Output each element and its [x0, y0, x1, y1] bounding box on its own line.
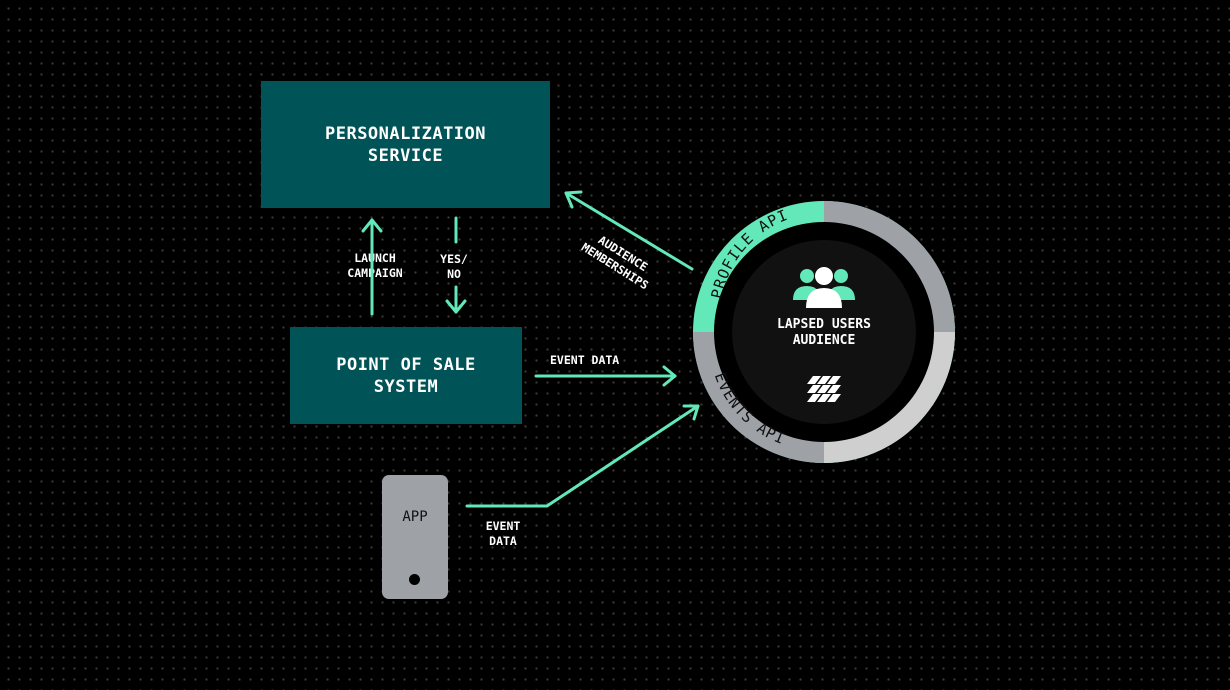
personalization-service-label: PERSONALIZATION SERVICE [324, 123, 487, 166]
launch-campaign-label: LAUNCH CAMPAIGN [347, 251, 403, 280]
audience-label: LAPSED USERS AUDIENCE [777, 317, 871, 348]
arrow-pos-event-data [534, 365, 677, 387]
app-label: APP [402, 509, 428, 525]
arrow-yes-no [445, 216, 467, 314]
audience-core [732, 240, 916, 424]
point-of-sale-node: POINT OF SALE SYSTEM [290, 327, 522, 424]
arrow-audience-memberships [564, 190, 694, 271]
app-device-node: APP [382, 475, 448, 599]
arrow-launch-campaign [361, 218, 383, 316]
personalization-service-node: PERSONALIZATION SERVICE [261, 81, 550, 208]
brand-logo-icon [807, 376, 841, 402]
home-button-icon [409, 574, 420, 585]
app-event-data-label: EVENT DATA [485, 519, 521, 548]
yes-no-label: YES/ NO [440, 252, 468, 281]
users-group-icon [793, 267, 855, 308]
pos-event-data-label: EVENT DATA [550, 353, 620, 367]
point-of-sale-label: POINT OF SALE SYSTEM [336, 354, 476, 397]
arrow-app-event-data [465, 404, 700, 508]
